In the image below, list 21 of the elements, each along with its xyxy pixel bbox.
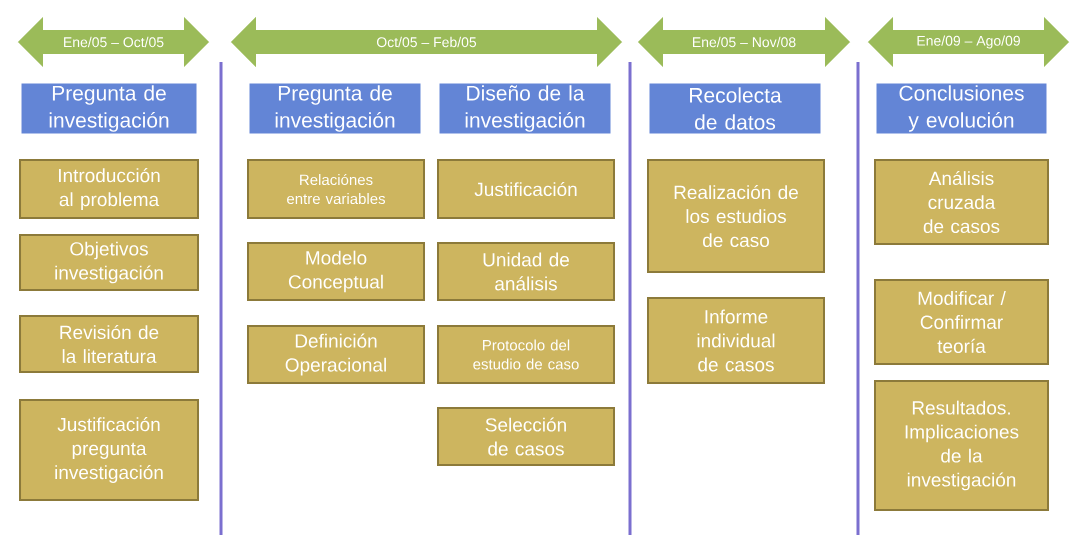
task-box: Objetivos investigación	[19, 234, 199, 291]
task-box: Introducción al problema	[19, 159, 199, 219]
task-box: Unidad de análisis	[437, 242, 615, 301]
task-box: Modificar / Confirmar teoría	[874, 279, 1049, 365]
task-box: Análisis cruzada de casos	[874, 159, 1049, 245]
task-box: Justificación pregunta investigación	[19, 399, 199, 501]
task-box: Revisión de la literatura	[19, 315, 199, 373]
header-box: Pregunta de investigación	[18, 80, 200, 137]
task-box: Resultados. Implicaciones de la investigación	[874, 380, 1049, 511]
header-box: Recolecta de datos	[646, 80, 824, 137]
task-box: Selección de casos	[437, 407, 615, 466]
task-box: Realización de los estudios de caso	[647, 159, 825, 273]
header-box: Pregunta de investigación	[246, 80, 424, 137]
task-box: Justificación	[437, 159, 615, 219]
task-box: Protocolo del estudio de caso	[437, 325, 615, 384]
task-box: Informe individual de casos	[647, 297, 825, 384]
task-box: Relaciónes entre variables	[247, 159, 425, 219]
task-box: Modelo Conceptual	[247, 242, 425, 301]
task-box: Definición Operacional	[247, 325, 425, 384]
header-box: Conclusiones y evolución	[873, 80, 1050, 137]
header-box: Diseño de la investigación	[436, 80, 614, 137]
